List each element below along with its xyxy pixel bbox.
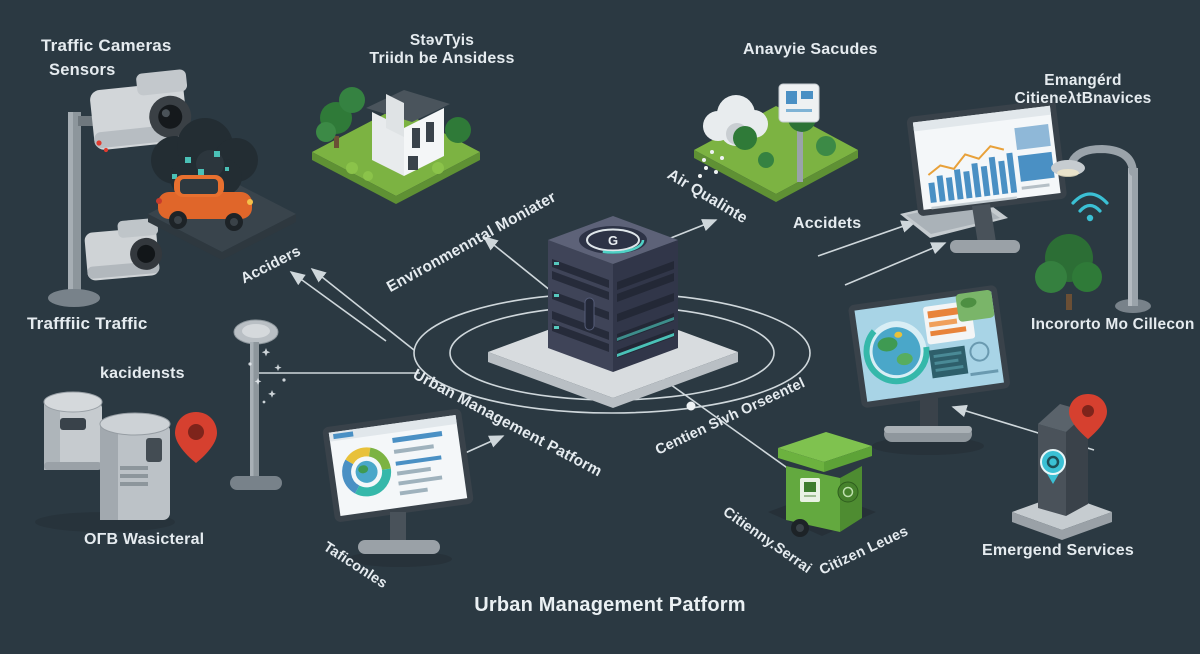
label-traffic-cameras: Traffic Cameras [41, 36, 172, 55]
sparkles-icon [248, 348, 286, 404]
page-title: Urban Management Patform [474, 594, 746, 616]
label-waste-left: OΓB Wasicteral [84, 531, 205, 548]
street-lamp-icon [1035, 144, 1151, 313]
label-traffic-left: Trafffiic Traffic [27, 314, 148, 333]
emergency-kiosk-icon [1012, 394, 1112, 540]
street-light-icon [230, 319, 286, 490]
wifi-icon [1071, 192, 1109, 213]
label-top-center-line2: Triidn be Ansidess [369, 50, 515, 67]
donut-monitor-icon [322, 408, 474, 567]
label-emergency-top-line1: Emangérd [1044, 72, 1122, 89]
label-iot-right: Incororto Mo Cillecon [1031, 316, 1195, 333]
server-icon: G [488, 216, 738, 408]
map-monitor-icon [848, 285, 1010, 455]
trash-bin-icon [35, 391, 175, 532]
dashboard-monitor-icon [900, 99, 1067, 253]
label-emergency-top-line2: CitieneλtBnavices [1014, 90, 1152, 107]
location-pin-icon [175, 412, 217, 463]
label-incidents-left: kacidensts [100, 365, 185, 382]
house-icon [312, 87, 480, 204]
label-sensors: Sensors [49, 61, 116, 79]
connector-node-dot [686, 401, 696, 411]
label-top-center-line1: StəvTyis [409, 32, 475, 49]
label-accidents-right: Accidets [793, 215, 862, 232]
recycle-bin-icon [768, 432, 876, 537]
label-emergency-bottom: Emergend Services [982, 542, 1134, 559]
label-emergency-top: Emangérd CitieneλtBnavices [992, 72, 1174, 108]
server-logo-letter: G [608, 233, 618, 248]
park-cloud-icon [694, 83, 858, 202]
label-analytics-top: Anavyie Sacudes [743, 41, 878, 58]
label-top-center: StəvTyis Triidn be Ansidess [352, 32, 532, 68]
car-accident-icon [148, 118, 296, 260]
cctv-camera-icon [48, 69, 192, 307]
